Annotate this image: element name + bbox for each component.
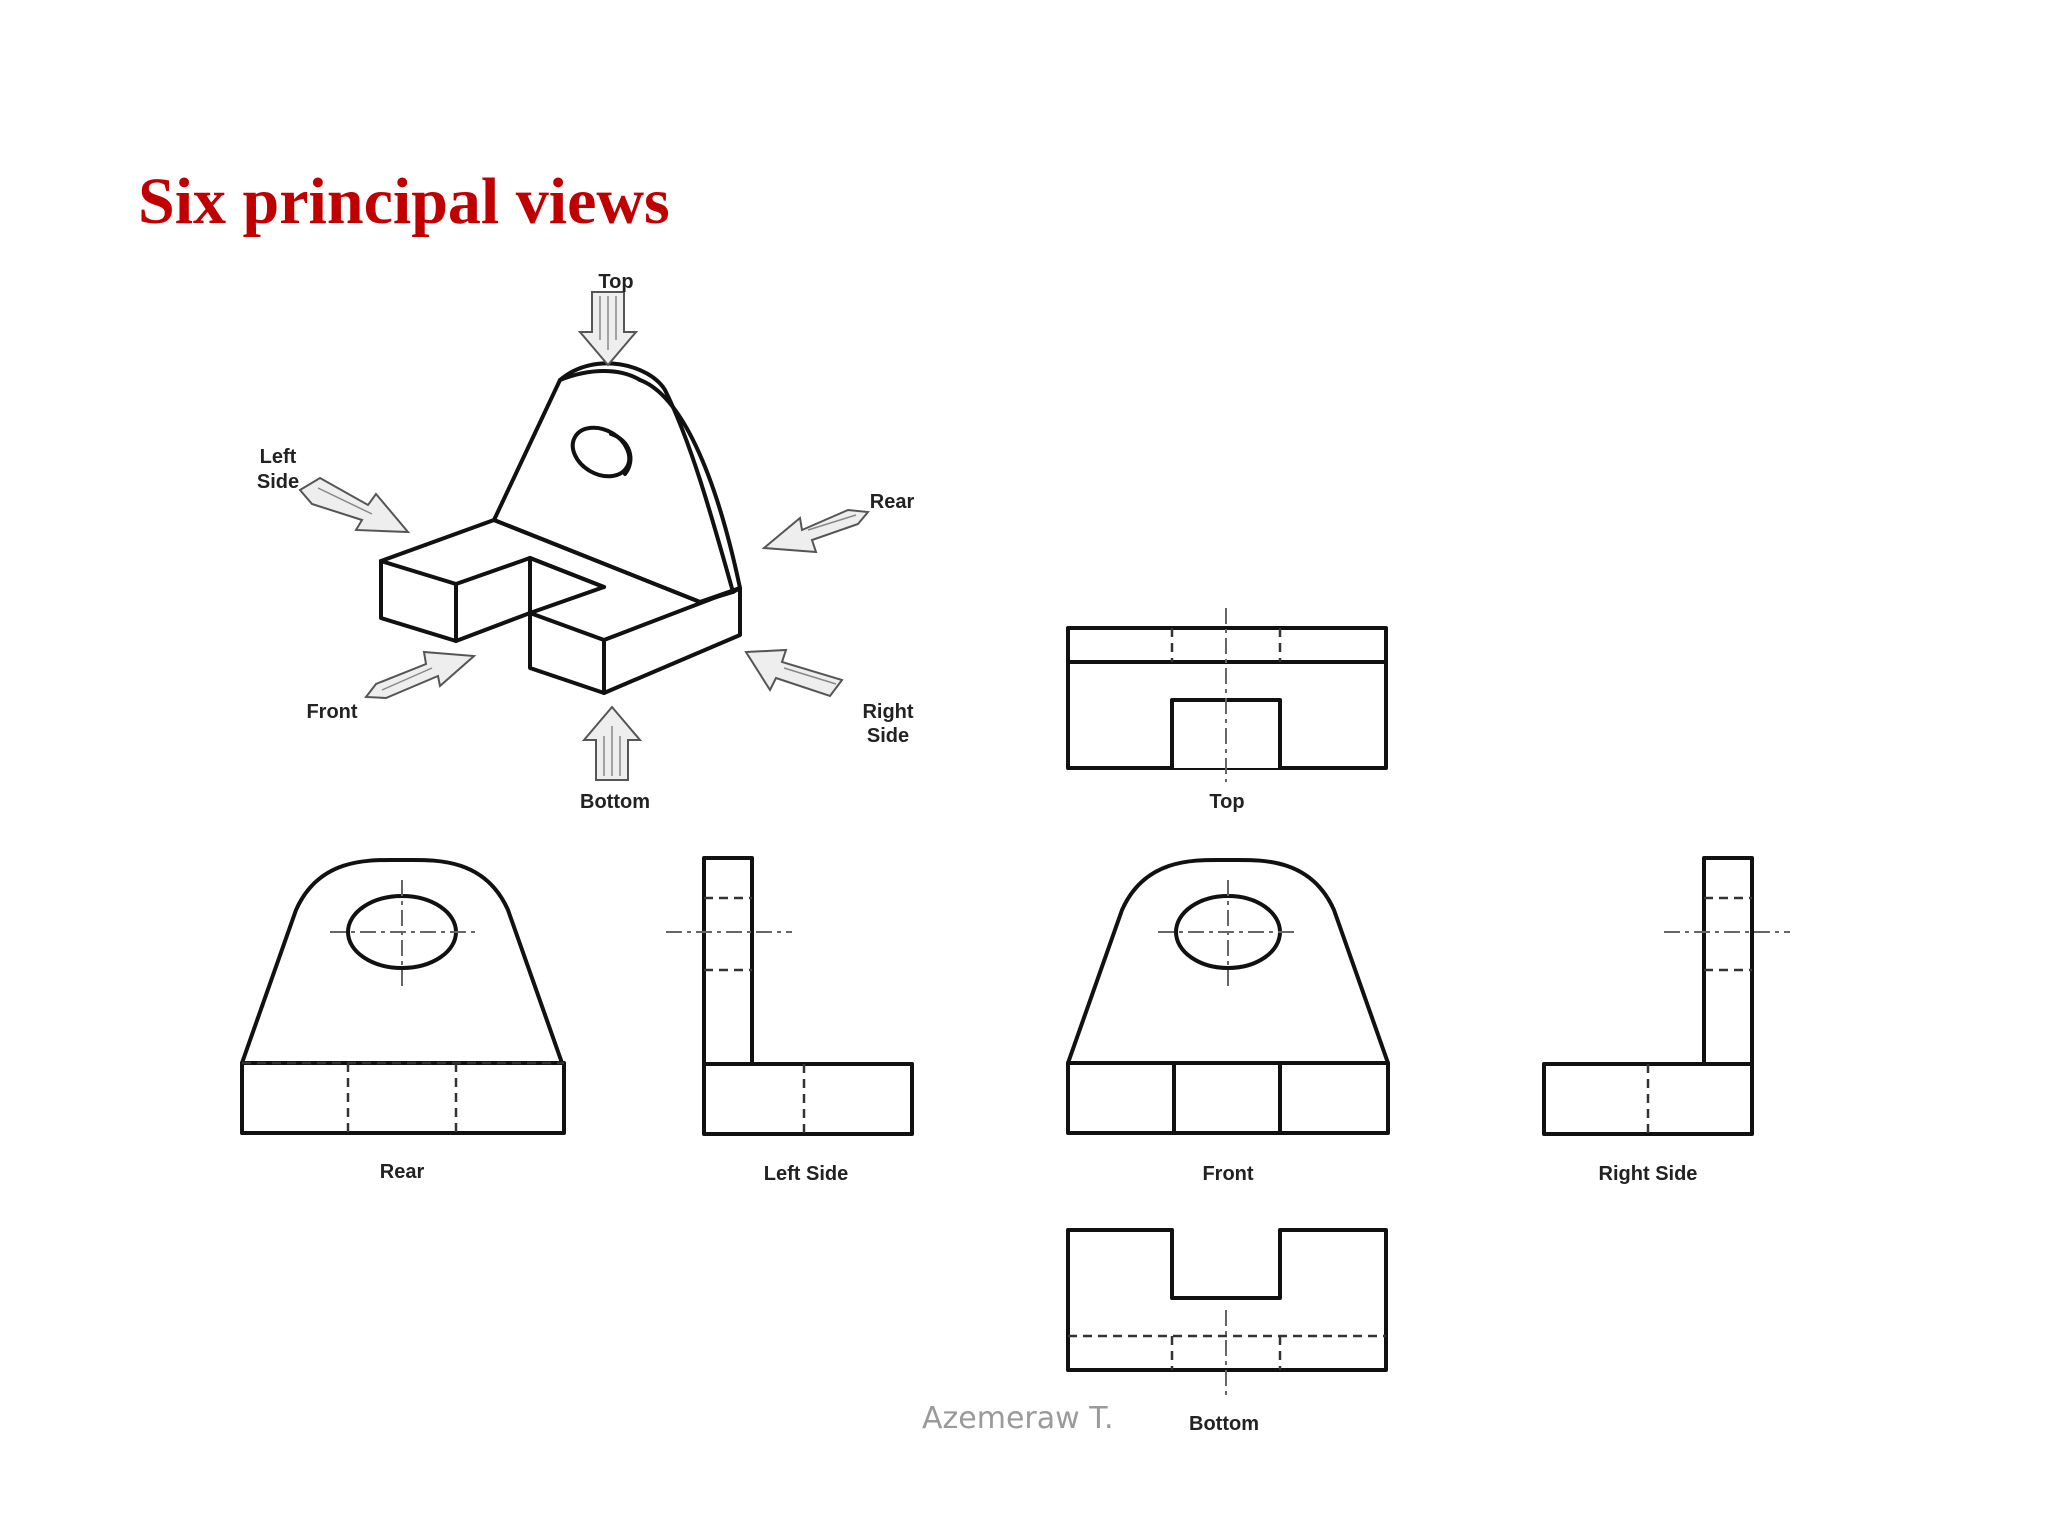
arrow-bottom: [581, 705, 643, 781]
pictorial-base-left-front: [379, 559, 458, 643]
label-arrow-right-line2: Side: [867, 725, 909, 747]
pictorial-hole: [570, 425, 632, 479]
label-view-right-side: Right Side: [1599, 1163, 1698, 1185]
view-top: Top: [1066, 608, 1388, 813]
pictorial-upright-front: [492, 361, 735, 594]
label-arrow-bottom: Bottom: [580, 791, 650, 813]
arrow-rear: [761, 508, 870, 554]
label-arrow-right-line1: Right: [862, 701, 913, 723]
label-view-top: Top: [1209, 791, 1244, 813]
pictorial-hole-depth: [609, 432, 633, 476]
pictorial-slot-top: [528, 556, 606, 589]
view-right-side: Right Side: [1542, 856, 1790, 1185]
arrow-left-side: [298, 476, 411, 534]
view-rear: Rear: [240, 857, 566, 1183]
arrow-right-side: [744, 648, 844, 698]
label-view-left-side: Left Side: [764, 1163, 848, 1185]
author-credit: Azemeraw T.: [922, 1401, 1114, 1436]
arrow-front: [364, 650, 477, 700]
label-view-front: Front: [1202, 1163, 1253, 1185]
label-view-bottom: Bottom: [1189, 1413, 1259, 1435]
label-arrow-left-line1: Left: [260, 446, 297, 468]
pictorial-base-right-front: [528, 611, 606, 695]
slide-title: Six principal views: [138, 165, 670, 238]
view-left-side: Left Side: [666, 856, 914, 1185]
label-arrow-front: Front: [306, 701, 357, 723]
label-arrow-rear: Rear: [870, 491, 915, 513]
label-view-rear: Rear: [380, 1161, 425, 1183]
label-arrow-top: Top: [598, 271, 633, 293]
arrow-top: [577, 291, 639, 367]
label-arrow-left-line2: Side: [257, 471, 299, 493]
view-front: Front: [1066, 857, 1390, 1185]
pictorial-upright-top: [558, 369, 642, 382]
pictorial-base-left-top: [379, 556, 532, 586]
pictorial-base-right-top: [602, 586, 742, 642]
pictorial-drawing: Top Left Side Rear Front Right Side Bott…: [257, 271, 915, 813]
pictorial-upright-back: [638, 378, 742, 590]
view-bottom: Bottom: [1066, 1228, 1388, 1435]
pictorial-slot-edge: [528, 556, 606, 615]
